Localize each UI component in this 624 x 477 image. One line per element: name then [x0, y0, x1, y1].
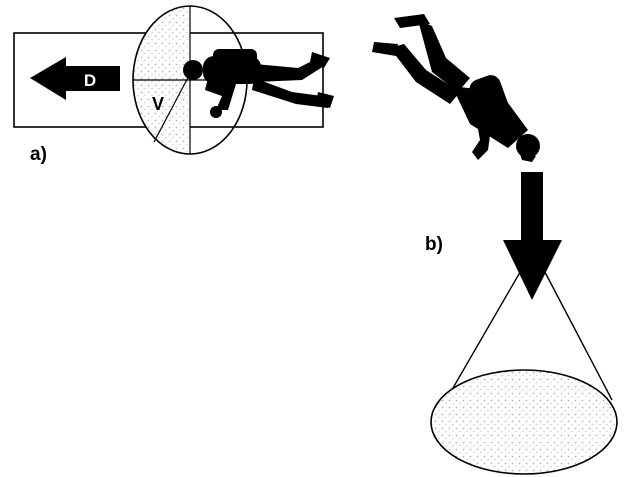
visual-field-floor [430, 369, 618, 475]
panel-a-label: a) [30, 144, 47, 165]
direction-arrow-icon [30, 57, 120, 100]
panel-b: b) [372, 14, 618, 475]
down-arrow-icon [503, 172, 562, 300]
cone-right-edge [535, 254, 613, 401]
horizontal-diver-icon [183, 49, 334, 118]
sight-line [153, 69, 193, 143]
panel-b-label: b) [425, 234, 443, 255]
cone-left-edge [445, 254, 531, 401]
vertical-diver-icon [372, 14, 540, 162]
field-label: V [152, 94, 164, 114]
arrow-label: D [84, 71, 96, 90]
panel-a: D V a) [13, 5, 334, 165]
